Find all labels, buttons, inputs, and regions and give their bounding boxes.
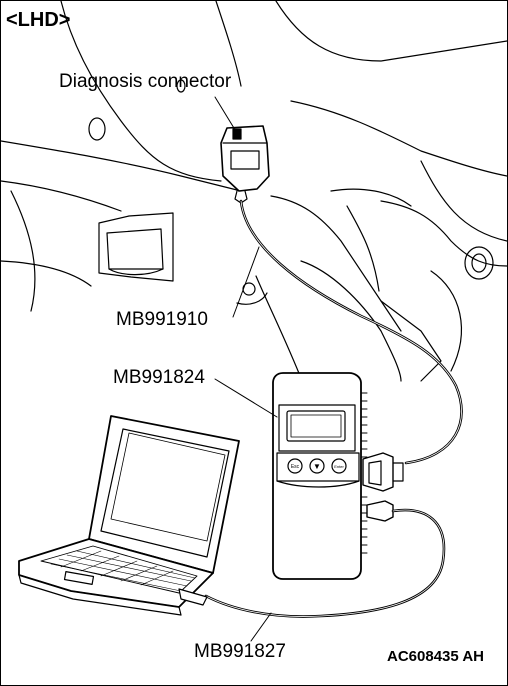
esc-button-label: Esc [291,464,300,470]
figure-code: AC608435 AH [387,648,484,665]
enter-button [331,458,347,474]
vehicle-interior-background [1,1,507,392]
esc-button [287,458,303,474]
mb991910-label: MB991910 [116,309,208,330]
leader-diagnosis-connector [214,96,238,134]
laptop-computer [18,415,240,616]
mb991827-label: MB991827 [194,641,286,662]
diagnosis-connector-label: Diagnosis connector [59,71,232,92]
down-arrow-icon: ▼ [313,462,321,471]
diagnosis-connector [220,125,270,204]
mb991824-device [272,372,404,580]
corner-tag: <LHD> [6,9,71,31]
down-button [309,458,325,474]
mb991824-label: MB991824 [113,367,205,388]
device-screen [286,410,346,442]
enter-button-label: Enter [334,464,344,469]
leader-mb991827 [250,612,272,642]
leader-mb991824 [214,378,278,418]
leader-mb991910 [232,246,260,318]
